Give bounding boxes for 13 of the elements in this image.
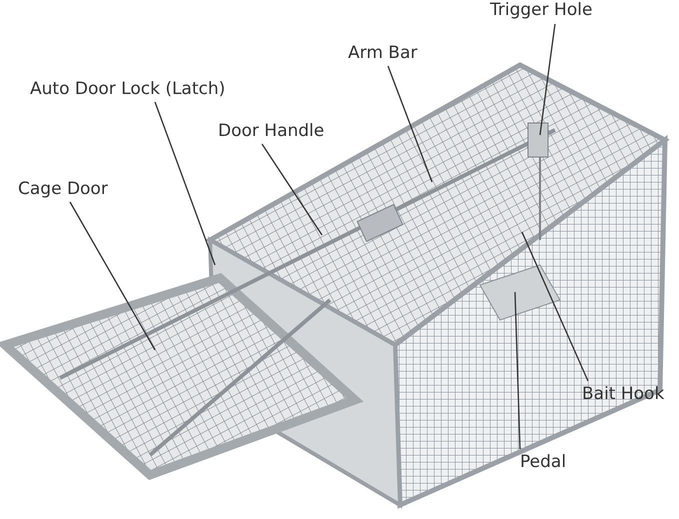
leader-line — [261, 144, 323, 236]
leader-line — [387, 66, 433, 182]
part-label: Trigger Hole — [490, 0, 592, 20]
leader-line — [514, 292, 521, 450]
leader-line — [539, 24, 556, 136]
part-label: Auto Door Lock (Latch) — [30, 79, 226, 99]
part-label: Bait Hook — [582, 384, 664, 404]
part-label: Arm Bar — [348, 43, 418, 63]
part-label: Pedal — [520, 452, 566, 472]
part-label: Door Handle — [218, 121, 324, 141]
part-label: Cage Door — [18, 179, 108, 199]
leader-line — [69, 202, 156, 350]
leader-line — [154, 102, 216, 266]
